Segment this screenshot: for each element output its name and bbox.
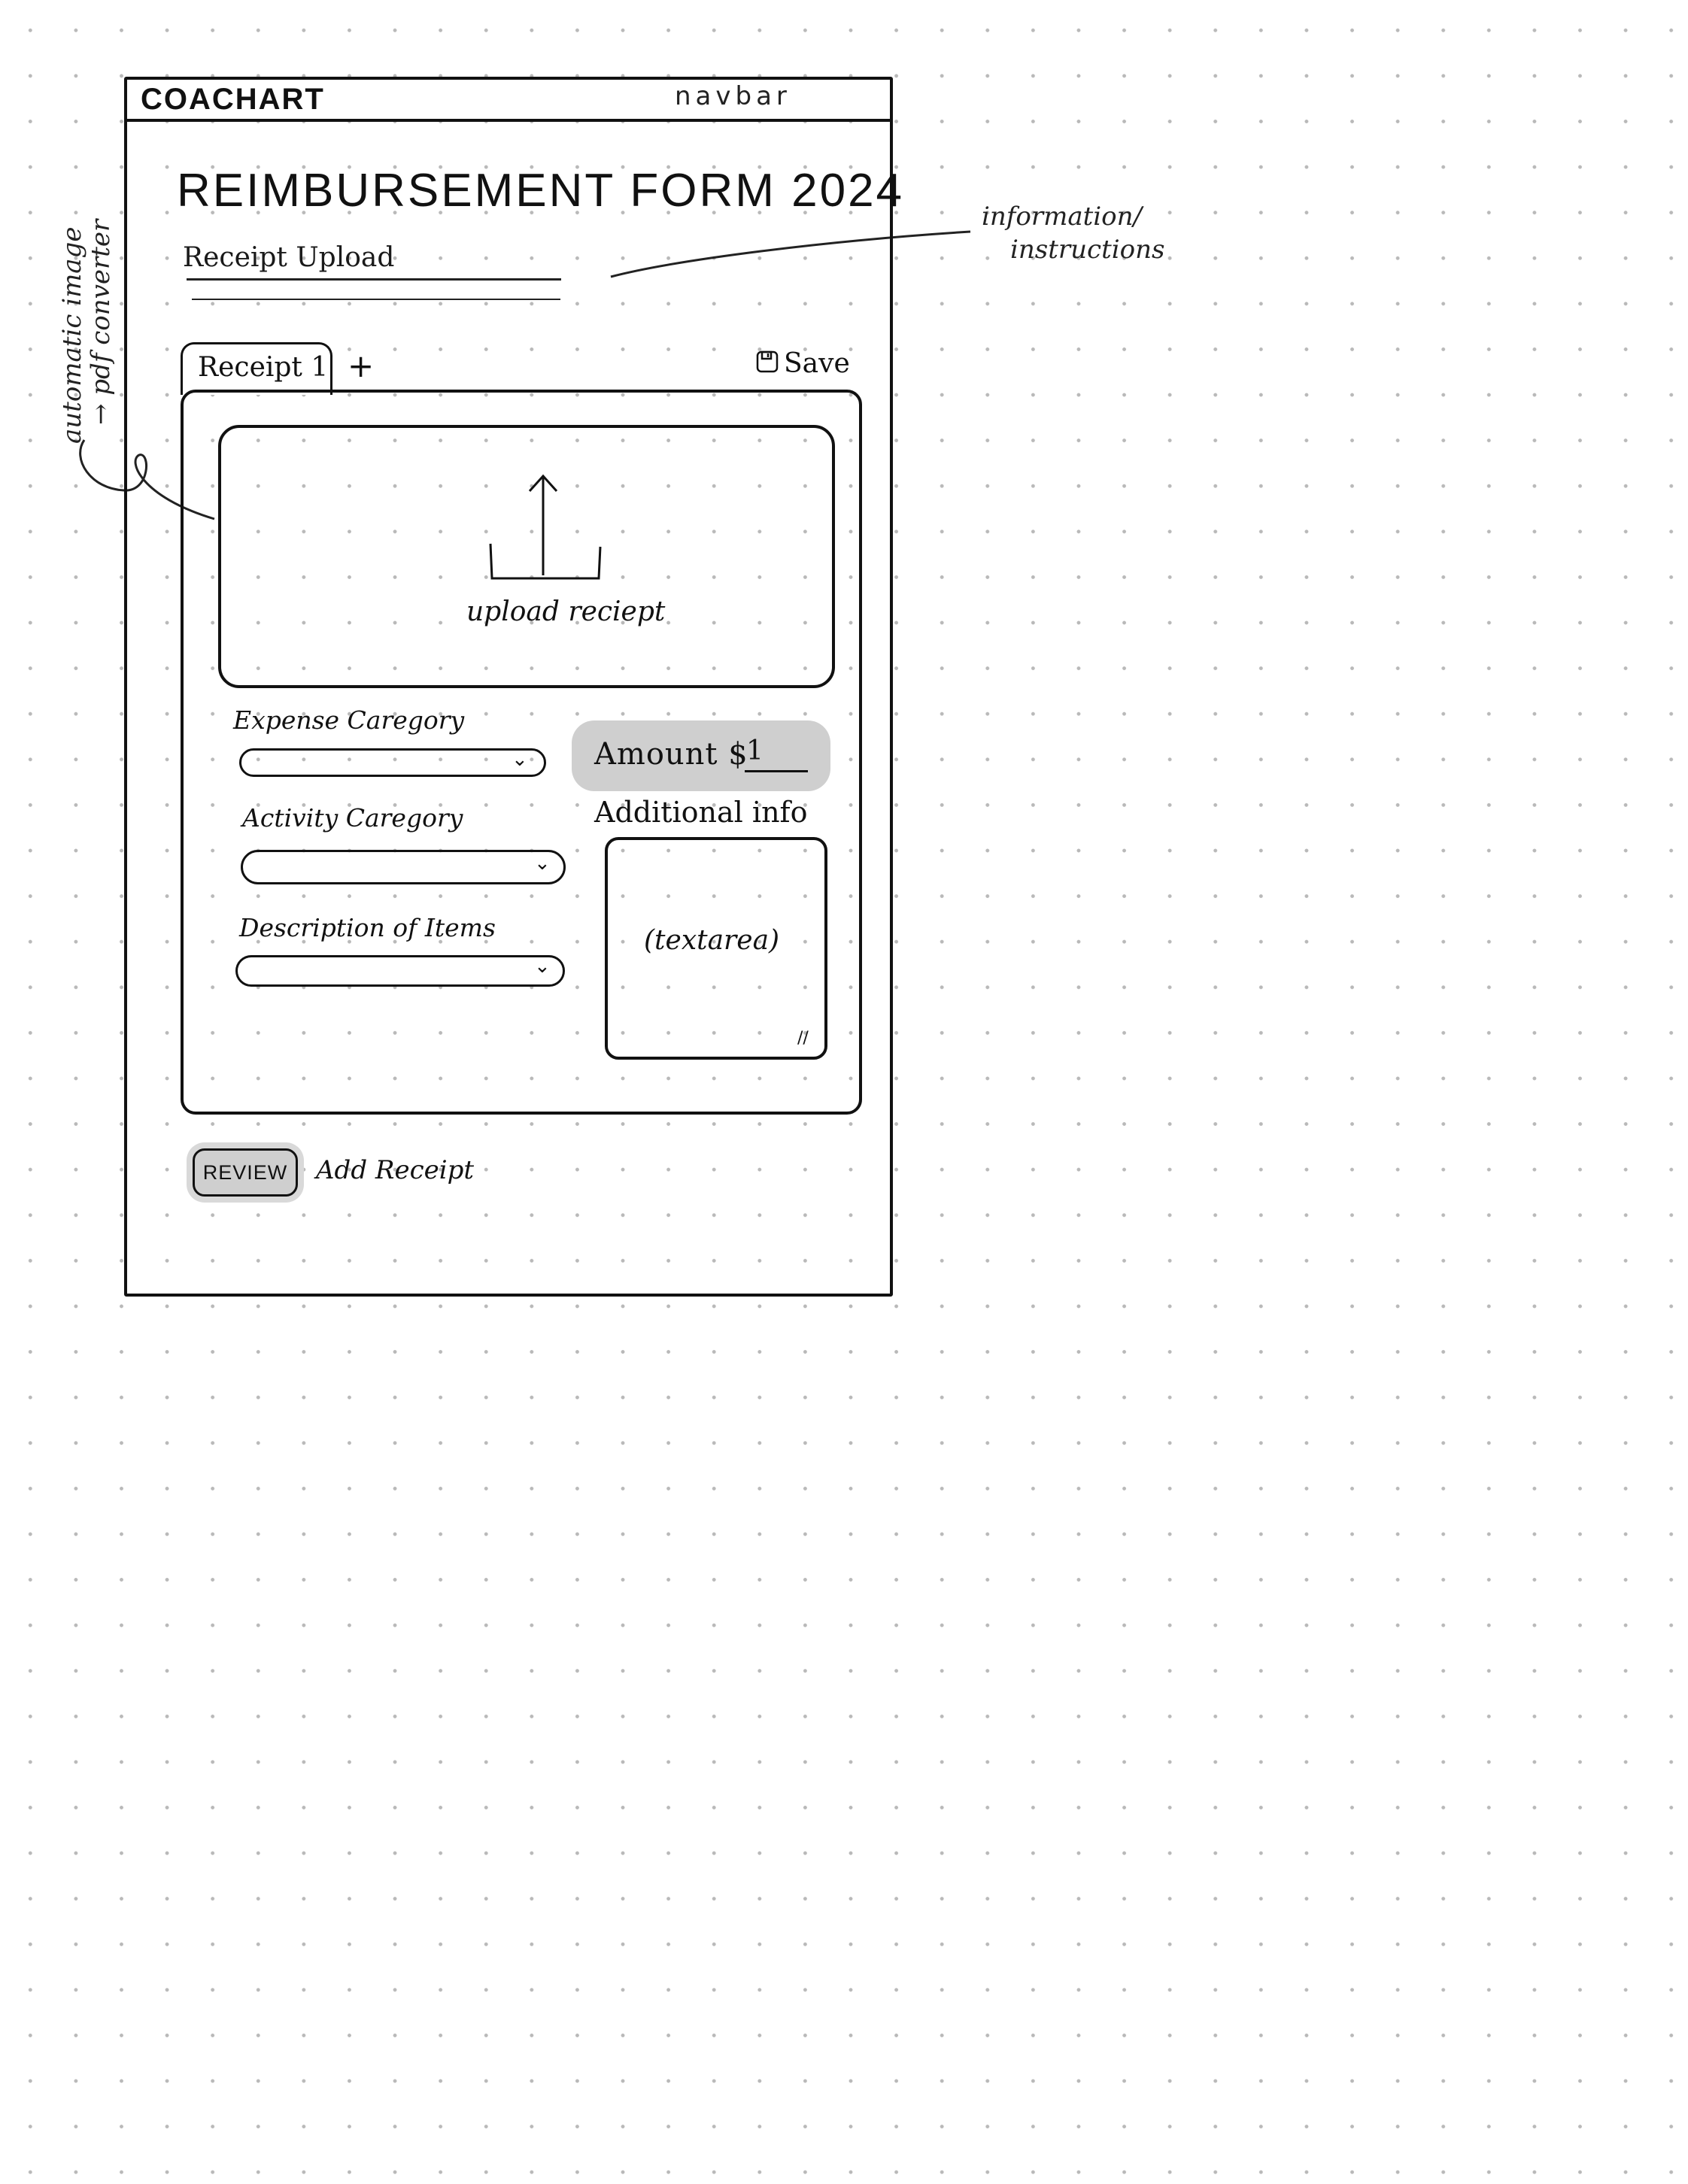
activity-category-select[interactable] bbox=[241, 850, 566, 884]
amount-input-line bbox=[745, 770, 808, 772]
floppy-disk-icon bbox=[755, 350, 779, 377]
receipt-form-panel bbox=[181, 390, 862, 1115]
amount-label: Amount $ bbox=[594, 737, 748, 772]
navbar: COACHART navbar bbox=[124, 77, 893, 122]
expense-category-label: Expense Caregory bbox=[233, 705, 465, 735]
instructions-line bbox=[192, 299, 560, 300]
tab-receipt-1[interactable]: Receipt 1 bbox=[181, 342, 332, 395]
upload-arrow-icon bbox=[489, 474, 602, 580]
brand-logo[interactable]: COACHART bbox=[141, 83, 325, 116]
wireframe-window bbox=[124, 77, 893, 1297]
add-tab-button[interactable]: + bbox=[348, 347, 375, 384]
upload-label: upload reciept bbox=[466, 596, 666, 627]
additional-info-label: Additional info bbox=[594, 796, 808, 829]
description-label: Description of Items bbox=[239, 913, 496, 942]
additional-info-textarea[interactable] bbox=[605, 837, 827, 1060]
page-title: REIMBURSEMENT FORM 2024 bbox=[177, 165, 905, 217]
annotation-instructions: instructions bbox=[1010, 235, 1165, 265]
upload-dropzone[interactable] bbox=[218, 425, 835, 688]
amount-field[interactable]: Amount $ 1 bbox=[572, 720, 830, 791]
instructions-line bbox=[187, 278, 561, 281]
save-label: Save bbox=[784, 347, 850, 379]
description-select[interactable] bbox=[235, 955, 565, 987]
chevron-down-icon: ⌄ bbox=[534, 852, 551, 875]
activity-category-label: Activity Caregory bbox=[242, 803, 463, 833]
chevron-down-icon: ⌄ bbox=[512, 748, 528, 771]
expense-category-select[interactable] bbox=[239, 748, 546, 777]
tab-label: Receipt 1 bbox=[198, 352, 329, 383]
annotation-pdf-converter: → pdf converter bbox=[86, 219, 116, 425]
annotation-automatic-image: automatic image bbox=[57, 226, 87, 444]
textarea-placeholder: (textarea) bbox=[644, 925, 780, 956]
section-label: Receipt Upload bbox=[183, 242, 395, 273]
amount-value: 1 bbox=[746, 736, 764, 766]
review-button[interactable]: REVIEW bbox=[193, 1148, 298, 1197]
annotation-information: information/ bbox=[982, 202, 1142, 232]
chevron-down-icon: ⌄ bbox=[534, 955, 551, 978]
add-receipt-link[interactable]: Add Receipt bbox=[316, 1155, 475, 1185]
resize-handle-icon[interactable]: // bbox=[797, 1029, 809, 1048]
save-button[interactable]: Save bbox=[755, 344, 850, 382]
navbar-label: navbar bbox=[675, 81, 791, 111]
